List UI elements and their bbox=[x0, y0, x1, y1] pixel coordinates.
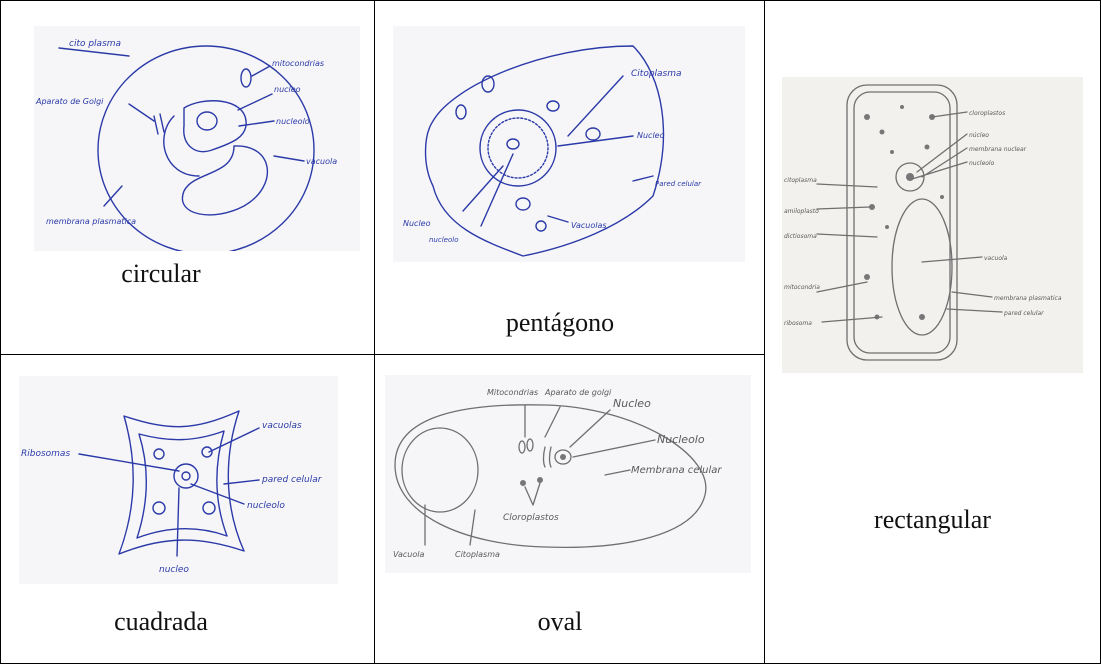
label-membrana: membrana plasmatica bbox=[46, 217, 136, 226]
label-mitocondria-rect: mitocondria bbox=[784, 284, 820, 291]
label-aparato: Aparato de Golgi bbox=[35, 97, 104, 106]
label-nucleo-rect: núcleo bbox=[969, 132, 989, 139]
column-divider-2 bbox=[764, 0, 765, 664]
label-dictiosoma: dictiosoma bbox=[784, 233, 817, 240]
label-nucleo-cuad: nucleo bbox=[159, 565, 189, 575]
table-border-top bbox=[0, 0, 1101, 1]
label-ribosoma: ribosoma bbox=[784, 320, 812, 327]
label-aparato-oval: Aparato de golgi bbox=[544, 388, 612, 397]
label-pared-rect: pared celular bbox=[1003, 310, 1044, 317]
caption-oval: oval bbox=[537, 607, 583, 636]
label-nucleolo: nucleolo bbox=[276, 117, 310, 126]
caption-pentagono: pentágono bbox=[505, 308, 615, 337]
label-cloroplastos: cloroplastos bbox=[969, 110, 1005, 117]
label-membrana-nuclear: membrana nuclear bbox=[969, 146, 1027, 153]
label-vacuolas-cuad: vacuolas bbox=[262, 421, 302, 431]
label-citoplasma-rect: citoplasma bbox=[784, 177, 817, 184]
row-divider bbox=[0, 354, 765, 355]
cell-pentagono: Citoplasma Nucleo Pared celular Nucleo n… bbox=[375, 1, 764, 354]
label-amiloplasto: amiloplasto bbox=[784, 208, 819, 215]
label-mitocondria: mitocondrias bbox=[272, 59, 324, 68]
cell-oval: Mitocondrias Aparato de golgi Nucleo Nuc… bbox=[375, 355, 764, 663]
label-citoplasma-pent: Citoplasma bbox=[631, 69, 682, 79]
label-citoplasma: cito plasma bbox=[69, 39, 121, 49]
circular-cell-drawing: cito plasma mitocondrias Aparato de Golg… bbox=[34, 26, 360, 251]
caption-circular: circular bbox=[121, 259, 201, 288]
caption-cuadrada: cuadrada bbox=[114, 607, 208, 636]
label-citoplasma-oval: Citoplasma bbox=[455, 550, 500, 559]
column-divider-1 bbox=[374, 0, 375, 664]
label-vacuola: vacuola bbox=[306, 157, 337, 166]
rectangular-cell-drawing: cloroplastos núcleo membrana nuclear nuc… bbox=[782, 77, 1083, 373]
label-vacuolas-pent: Vacuolas bbox=[571, 221, 607, 230]
label-mitocondrias-oval: Mitocondrias bbox=[487, 388, 538, 397]
label-nucleolo-cuad: nucleolo bbox=[247, 501, 285, 511]
cuadrada-cell-drawing: Ribosomas vacuolas pared celular nucleol… bbox=[19, 376, 338, 584]
label-vacuola-rect: vacuola bbox=[984, 255, 1008, 262]
label-membrana-plasmatica: membrana plasmatica bbox=[994, 295, 1062, 302]
label-nucleolo-oval: Nucleolo bbox=[657, 433, 705, 446]
label-vacuola-oval: Vacuola bbox=[393, 550, 424, 559]
cell-rectangular: cloroplastos núcleo membrana nuclear nuc… bbox=[765, 1, 1100, 663]
caption-rectangular: rectangular bbox=[874, 505, 991, 534]
label-nucleolo-pent: nucleolo bbox=[429, 236, 458, 244]
label-nucleo-left: Nucleo bbox=[403, 219, 431, 228]
cell-circular: cito plasma mitocondrias Aparato de Golg… bbox=[1, 1, 374, 354]
pentagono-cell-drawing: Citoplasma Nucleo Pared celular Nucleo n… bbox=[393, 26, 745, 262]
label-nucleolo-rect: nucleolo bbox=[969, 160, 995, 167]
label-pared-cuad: pared celular bbox=[261, 475, 323, 485]
label-ribosomas: Ribosomas bbox=[21, 449, 70, 459]
label-cloroplastos-oval: Cloroplastos bbox=[503, 513, 559, 523]
label-nucleo: nucleo bbox=[274, 85, 301, 94]
label-pared: Pared celular bbox=[655, 180, 702, 188]
label-nucleo-right: Nucleo bbox=[637, 131, 665, 140]
label-membrana-oval: Membrana celular bbox=[631, 465, 722, 476]
table-border-left bbox=[0, 0, 1, 664]
label-nucleo-oval: Nucleo bbox=[613, 397, 651, 410]
oval-cell-drawing: Mitocondrias Aparato de golgi Nucleo Nuc… bbox=[385, 375, 751, 573]
cell-cuadrada: Ribosomas vacuolas pared celular nucleol… bbox=[1, 355, 374, 663]
